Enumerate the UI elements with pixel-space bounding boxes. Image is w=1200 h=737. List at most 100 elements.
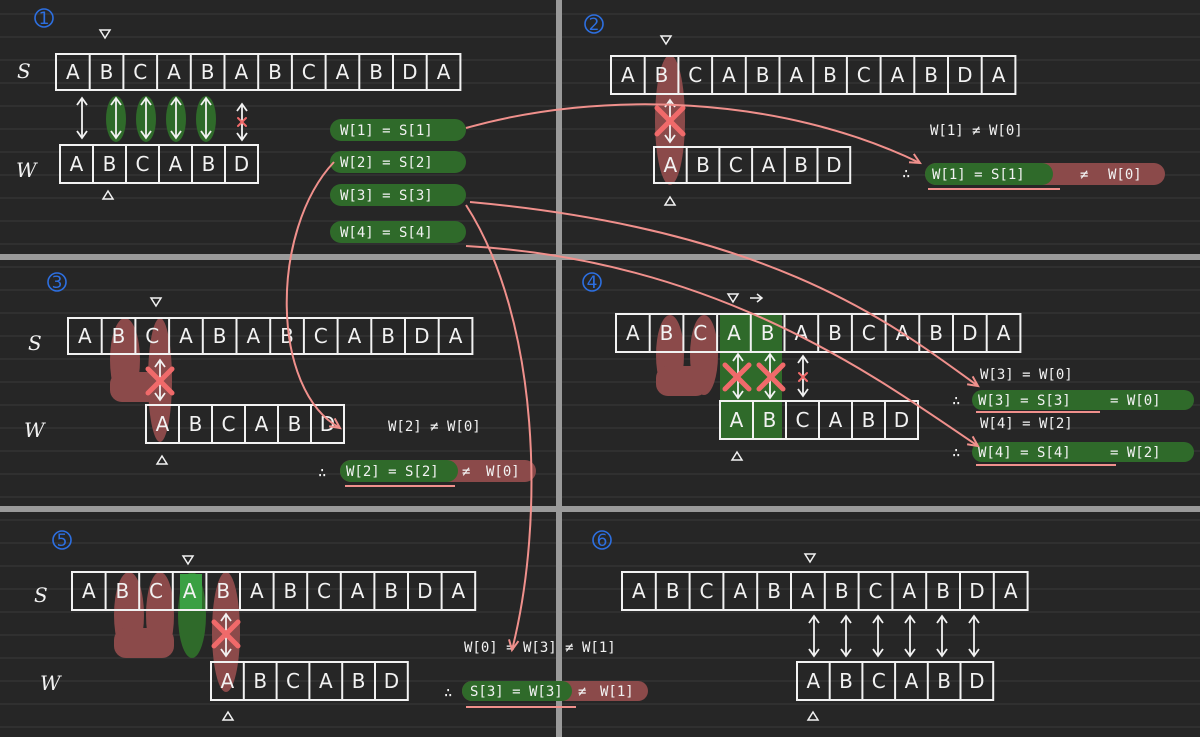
panel-2-s-string-char: C [688, 63, 702, 87]
panel-3-s-string-char: D [414, 324, 429, 348]
panel-2-w-string-char: C [729, 153, 743, 177]
arrow-head [110, 130, 122, 140]
panel-4-s-string-char: B [761, 321, 775, 345]
panel-6-w-string-char: B [937, 669, 951, 693]
equality-1: W[1] = S[1] [340, 123, 433, 139]
panel-4-w-string-char: A [730, 408, 744, 432]
panel-1-w-string-char: D [234, 152, 249, 176]
double-arrow-icon [76, 96, 88, 140]
divider-v [556, 0, 562, 737]
conclusion-highlight [340, 460, 458, 482]
panel-6-s-string-char: B [666, 579, 680, 603]
panel-1-s-string-char: A [437, 60, 451, 84]
panel-2-w-string-char: B [696, 153, 710, 177]
label-w: W [16, 158, 38, 182]
cross-icon [654, 105, 686, 137]
arrow-head [936, 614, 948, 624]
panel-6-s-string-char: B [936, 579, 950, 603]
panel-5-s-string-char: B [116, 579, 130, 603]
panel-2-w-string-char: A [664, 153, 678, 177]
double-arrow-icon [904, 614, 916, 658]
panel-2-conclusion-lhs: W[1] = S[1] [932, 167, 1025, 183]
label-w: W [40, 671, 62, 695]
panel-5-s-string-char: C [317, 579, 331, 603]
panel-number: 4 [587, 273, 598, 293]
panel-3-note: W[2] ≠ W[0] [388, 419, 481, 435]
prior-mismatch-highlight [146, 572, 174, 658]
panel-4-w-string-char: B [763, 408, 777, 432]
panel-3-w-string-char: A [255, 412, 269, 436]
panel-3-s-string-char: A [449, 324, 463, 348]
conclusion-highlight [972, 442, 1194, 462]
arrowhead-icon [966, 375, 980, 388]
panel-5-w-string-char: B [352, 669, 366, 693]
arrow-head [840, 648, 852, 658]
panel-1-w-string-char: B [103, 152, 117, 176]
divider-h2 [0, 506, 1200, 512]
panel-1-s-string-char: B [268, 60, 282, 84]
badge-circle [34, 8, 54, 28]
arrow-head [220, 648, 232, 658]
panel-2-s-string-char: A [992, 63, 1006, 87]
panel-4-s-string-char: A [626, 321, 640, 345]
panel-6-w-string-char: C [872, 669, 886, 693]
panel-5-s-string-char: A [250, 579, 264, 603]
double-arrow-icon [968, 614, 980, 658]
panel-4-s-string-char: C [862, 321, 876, 345]
pointer-down-icon [181, 555, 195, 566]
panel-2-w-string-char: B [794, 153, 808, 177]
panel-5-conclusion-lhs: S[3] = W[3] [470, 684, 563, 700]
panel-6-w-string-char: A [807, 669, 821, 693]
conclusion-highlight [972, 390, 1194, 410]
panel-4-w-string-char: B [862, 408, 876, 432]
arrow-head [170, 96, 182, 106]
panel-6-s-string-char: C [700, 579, 714, 603]
panel-4-w-string-char: C [796, 408, 810, 432]
equality-list: W[1] = S[1]W[2] = S[2]W[3] = S[3]W[4] = … [330, 119, 466, 243]
panel-1-s-string-char: B [201, 60, 215, 84]
panel-2-s-string-char: A [790, 63, 804, 87]
pointer-down-icon [726, 293, 740, 304]
panel-6-w-string-char: B [839, 669, 853, 693]
arrow-head [200, 96, 212, 106]
panel-5-s-string-char: B [284, 579, 298, 603]
therefore-icon: ∴ [902, 166, 910, 182]
arrow-head [220, 612, 232, 622]
arrow-head [236, 132, 248, 142]
double-arrow-icon [110, 96, 122, 140]
panel-5-conclusion-op: ≠ [578, 684, 586, 700]
panel-1-w-string-char: A [70, 152, 84, 176]
equality-4: W[4] = S[4] [340, 225, 433, 241]
panel-4-note-1: W[3] = W[0] [980, 367, 1073, 383]
panel-5-w-string-char: C [286, 669, 300, 693]
badge-circle [47, 272, 67, 292]
panel-5-s-string-char: B [216, 579, 230, 603]
panel-1-s-string-char: A [66, 60, 80, 84]
panel-1-s-string-char: C [133, 60, 147, 84]
panel-2-s-string-char: B [924, 63, 938, 87]
pointer-up-icon [663, 195, 677, 206]
panel-1-s-string-char: A [167, 60, 181, 84]
arrow-head [808, 648, 820, 658]
arrow-head [170, 130, 182, 140]
panel-number-badge: 6 [592, 530, 612, 551]
panel-4-note-2-rhs: = W[0] [1110, 393, 1161, 409]
panel-6-s-string-char: C [869, 579, 883, 603]
connector-curve [469, 201, 979, 387]
panel-2-s-string-char: D [957, 63, 972, 87]
panel-2-w-string-char: A [762, 153, 776, 177]
cross-stroke [756, 362, 786, 392]
panel-2-note: W[1] ≠ W[0] [930, 123, 1023, 139]
panel-2-w-string-char: D [826, 153, 841, 177]
panel-6-s-string-char: A [1004, 579, 1018, 603]
